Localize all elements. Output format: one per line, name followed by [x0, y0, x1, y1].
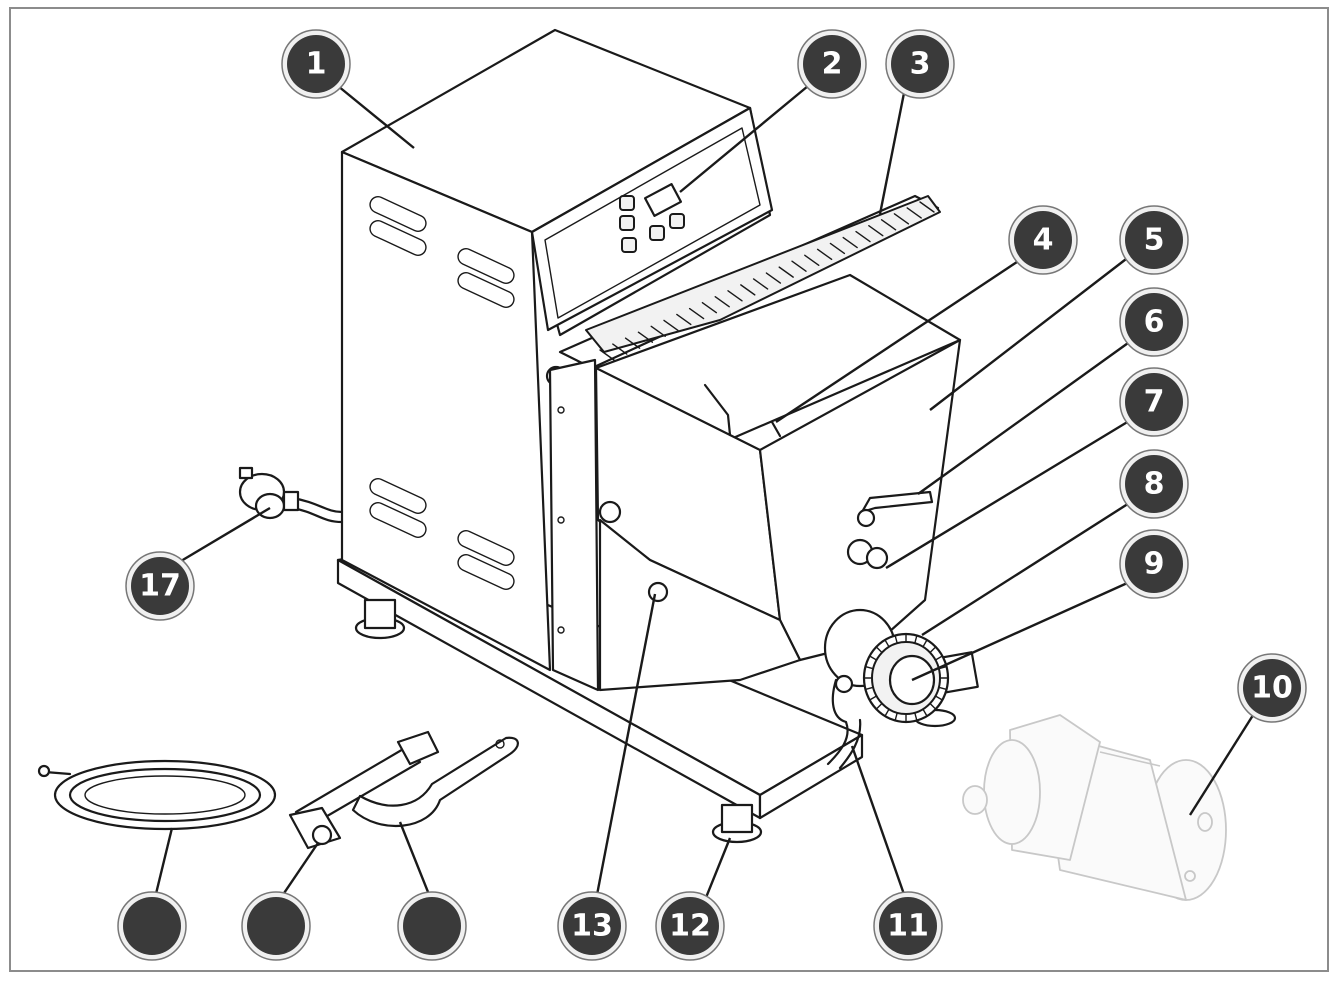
- ring-tooth: [868, 655, 878, 661]
- callout-12-label: 12: [669, 909, 711, 944]
- callout-10: 10: [1237, 653, 1307, 723]
- callout-6: 6: [1119, 287, 1189, 357]
- ring-tooth: [884, 708, 890, 717]
- callout-11-label: 11: [887, 909, 929, 944]
- callout-wrench-blank: [241, 891, 311, 961]
- water-hose: [37, 759, 277, 831]
- grille-slat: [676, 313, 692, 326]
- grille-slat: [778, 266, 794, 278]
- callout-9: 9: [1119, 529, 1189, 599]
- callout-1: 1: [281, 29, 351, 99]
- callout-3-label: 3: [910, 47, 931, 82]
- callout-7: 7: [1119, 367, 1189, 437]
- ring-tooth: [934, 655, 944, 661]
- callout-3: 3: [885, 29, 955, 99]
- water-tube: [826, 674, 862, 770]
- grille-slat: [893, 213, 910, 225]
- grille-slat: [765, 272, 782, 284]
- callout-2-label: 2: [822, 47, 843, 82]
- grille-slat: [880, 219, 897, 231]
- grille-slat: [701, 301, 718, 314]
- ring-tooth: [884, 639, 890, 648]
- callout-4-label: 4: [1033, 223, 1054, 258]
- callout-8: 8: [1119, 449, 1189, 519]
- grille-slat: [612, 343, 628, 355]
- ring-tooth: [914, 634, 918, 644]
- callout-10-label: 10: [1251, 671, 1293, 706]
- panel-buttons: [619, 195, 685, 253]
- grille-slat: [829, 242, 846, 255]
- callout-17: 17: [125, 551, 195, 621]
- ring-tooth: [922, 639, 928, 648]
- power-plug: [238, 466, 344, 524]
- ring-tooth: [894, 712, 898, 722]
- hopper: [594, 273, 962, 692]
- callout-9-label: 9: [1144, 547, 1165, 582]
- control-panel: [530, 106, 774, 332]
- ring-tooth: [864, 665, 874, 670]
- grille-slat: [855, 230, 871, 243]
- grille-slat: [868, 224, 884, 237]
- foot-left: [354, 598, 406, 640]
- callout-6-label: 6: [1144, 305, 1165, 340]
- grille-slat: [714, 296, 730, 308]
- callout-13: 13: [557, 891, 627, 961]
- ring-tooth: [929, 646, 937, 654]
- grille-slat: [842, 236, 858, 249]
- callout-4: 4: [1008, 205, 1078, 275]
- callout-5-label: 5: [1144, 223, 1165, 258]
- figure-frame: [9, 7, 1329, 972]
- callout-1-label: 1: [306, 47, 327, 82]
- callout-11: 11: [873, 891, 943, 961]
- ring-tooth: [894, 634, 898, 644]
- lock-lever: [856, 490, 934, 528]
- vent-slots: [369, 196, 515, 590]
- grille-slat: [599, 349, 615, 361]
- leader-lines: [152, 85, 1257, 903]
- grille-slat: [637, 331, 654, 343]
- die-ring-nut: [823, 608, 979, 724]
- grille-slat: [804, 254, 820, 266]
- grille-slat: [688, 307, 705, 320]
- ring-tooth: [929, 702, 937, 710]
- callout-8-label: 8: [1144, 467, 1165, 502]
- grille-slat: [727, 290, 743, 302]
- safety-rod: [703, 383, 732, 437]
- callout-2: 2: [797, 29, 867, 99]
- grille-slat: [816, 248, 833, 261]
- drain-fitting: [647, 581, 669, 603]
- grille-slat: [740, 284, 756, 296]
- grille-slat: [919, 201, 935, 213]
- grille-slat: [752, 278, 769, 290]
- cleaning-screw: [846, 538, 889, 570]
- grille-slat: [791, 260, 807, 272]
- side-bracket: [548, 358, 600, 692]
- ring-tooth: [875, 702, 883, 710]
- extruder-cylinder: [962, 714, 1227, 901]
- side-knob: [598, 500, 622, 524]
- t-socket-wrench: [288, 730, 440, 850]
- callout-spanner-blank: [397, 891, 467, 961]
- grille-slat: [650, 325, 666, 338]
- ring-tooth: [938, 686, 948, 691]
- ring-tooth: [864, 686, 874, 691]
- callout-17-label: 17: [139, 569, 181, 604]
- callout-hose-blank: [117, 891, 187, 961]
- callout-7-label: 7: [1144, 385, 1165, 420]
- callout-5: 5: [1119, 205, 1189, 275]
- grille-slat: [663, 319, 679, 332]
- foot-front: [711, 803, 763, 844]
- ring-tooth: [875, 646, 883, 654]
- callout-13-label: 13: [571, 909, 613, 944]
- grille-slat: [624, 337, 641, 349]
- ring-tooth: [922, 708, 928, 717]
- grille-slat: [906, 207, 922, 219]
- ring-tooth: [934, 695, 944, 701]
- ring-tooth: [868, 695, 878, 701]
- ring-tooth: [914, 712, 918, 722]
- callout-12: 12: [655, 891, 725, 961]
